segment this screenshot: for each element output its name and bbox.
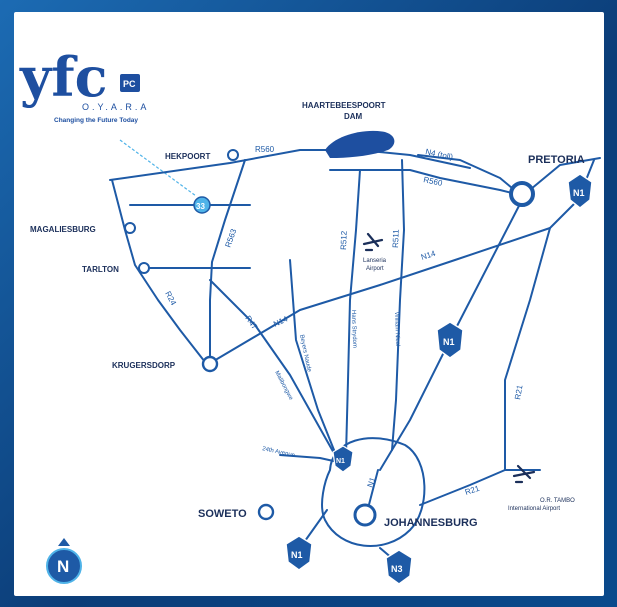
town-marker-magaliesburg	[124, 222, 136, 234]
dam-label-line1: HAARTEBEESPOORT	[302, 101, 386, 110]
label-r511: R511	[391, 229, 401, 248]
shield-text: N1	[573, 188, 585, 198]
road-r24	[111, 179, 206, 363]
camp-pointer-line	[119, 139, 197, 197]
shield-text: N1	[291, 550, 303, 560]
town-hekpoort: HEKPOORT	[165, 152, 210, 161]
road-n14	[211, 189, 589, 363]
label-r560-west: R560	[255, 145, 275, 154]
dam-shape	[325, 130, 395, 158]
map-panel	[14, 12, 604, 596]
shield-text: N1	[336, 458, 345, 465]
label-24th-avenue: 24th Avenue	[262, 446, 296, 459]
route-labels: R560 R560 N4 (toll) R563 R512 R511 N14 N…	[163, 145, 524, 497]
town-marker-soweto	[257, 503, 275, 521]
label-r560-east: R560	[423, 175, 444, 188]
shield-text: N3	[391, 564, 403, 574]
shield-icon	[567, 173, 593, 209]
town-tarlton: TARLTON	[82, 265, 119, 274]
road-r560-lower	[329, 169, 517, 195]
label-r512: R512	[339, 230, 349, 250]
shield-n1-south: N1	[285, 535, 313, 571]
airplane-icon	[362, 232, 384, 252]
lanseria-airport: Lanseria Airport	[362, 232, 387, 272]
yfc-logo: yfc PC O.Y.A.R.A Changing the Future Tod…	[19, 45, 149, 124]
road-pretoria-east	[524, 157, 601, 195]
road-network	[109, 149, 601, 566]
compass-letter: N	[57, 557, 69, 576]
label-n14-east: N14	[420, 249, 437, 262]
label-william-nicol: William Nicol	[393, 312, 400, 347]
hartbeespoort-dam: HAARTEBEESPOORT DAM	[302, 101, 395, 158]
towns: HEKPOORT MAGALIESBURG TARLTON KRUGERSDOR…	[30, 149, 585, 529]
town-marker-pretoria	[509, 181, 535, 207]
label-n1-mid: N1	[365, 475, 377, 488]
shield-n3-south: N3	[385, 549, 413, 585]
ortambo-airport: O.R. TAMBO International Airport	[508, 464, 575, 512]
ortambo-label-1: O.R. TAMBO	[540, 498, 575, 504]
airplane-icon	[512, 464, 536, 484]
compass-arrow-icon	[58, 538, 70, 546]
road-n1-north	[379, 199, 523, 471]
shield-icon	[332, 445, 354, 473]
town-marker-tarlton	[138, 262, 150, 274]
town-magaliesburg: MAGALIESBURG	[30, 225, 96, 234]
town-marker-krugersdorp	[201, 355, 219, 373]
logo-badge-text: PC	[123, 79, 136, 89]
compass-circle	[46, 548, 82, 584]
shield-icon	[385, 549, 413, 585]
road-r563	[209, 159, 246, 361]
label-hans-strydom: Hans Strydom	[350, 310, 357, 348]
camp-marker: 33	[193, 196, 211, 214]
road-r511	[391, 159, 405, 451]
road-n4-toll	[417, 154, 513, 189]
road-24th-avenue	[279, 454, 339, 463]
town-marker-johannesburg	[353, 503, 377, 527]
road-malibongwe	[289, 259, 337, 456]
shield-n1-small: N1	[332, 445, 354, 473]
camp-marker-circle	[193, 196, 211, 214]
shield-text: N1	[443, 337, 455, 347]
shield-n1-center: N1	[436, 321, 464, 359]
town-pretoria: PRETORIA	[528, 154, 585, 166]
label-r21-south: R21	[464, 484, 481, 497]
compass: N	[46, 538, 82, 584]
shield-icon	[285, 535, 313, 571]
road-r560-top	[109, 149, 471, 181]
lanseria-label-2: Airport	[366, 266, 384, 272]
town-marker-hekpoort	[227, 149, 239, 161]
logo-badge	[120, 74, 140, 92]
shield-n1-pretoria: N1	[567, 173, 593, 209]
road-r47	[209, 279, 336, 456]
road-r512	[345, 169, 361, 456]
label-r563: R563	[223, 227, 238, 249]
shield-icon	[436, 321, 464, 359]
town-krugersdorp: KRUGERSDORP	[112, 361, 176, 370]
town-johannesburg: JOHANNESBURG	[384, 517, 478, 529]
lanseria-label-1: Lanseria	[363, 258, 387, 264]
dam-label-line2: DAM	[344, 112, 363, 121]
logo-tagline: Changing the Future Today	[54, 117, 138, 124]
logo-name: yfc	[19, 45, 108, 109]
road-r21	[504, 227, 551, 471]
ortambo-label-2: International Airport	[508, 506, 560, 512]
label-r24: R24	[163, 290, 178, 308]
label-r21: R21	[513, 384, 525, 401]
label-n14-west: N14	[272, 314, 290, 329]
camp-marker-text: 33	[196, 202, 205, 211]
logo-subtitle: O.Y.A.R.A	[82, 102, 149, 112]
street-labels: Hans Strydom William Nicol Malibongwe Be…	[262, 310, 401, 459]
town-soweto: SOWETO	[198, 508, 247, 520]
